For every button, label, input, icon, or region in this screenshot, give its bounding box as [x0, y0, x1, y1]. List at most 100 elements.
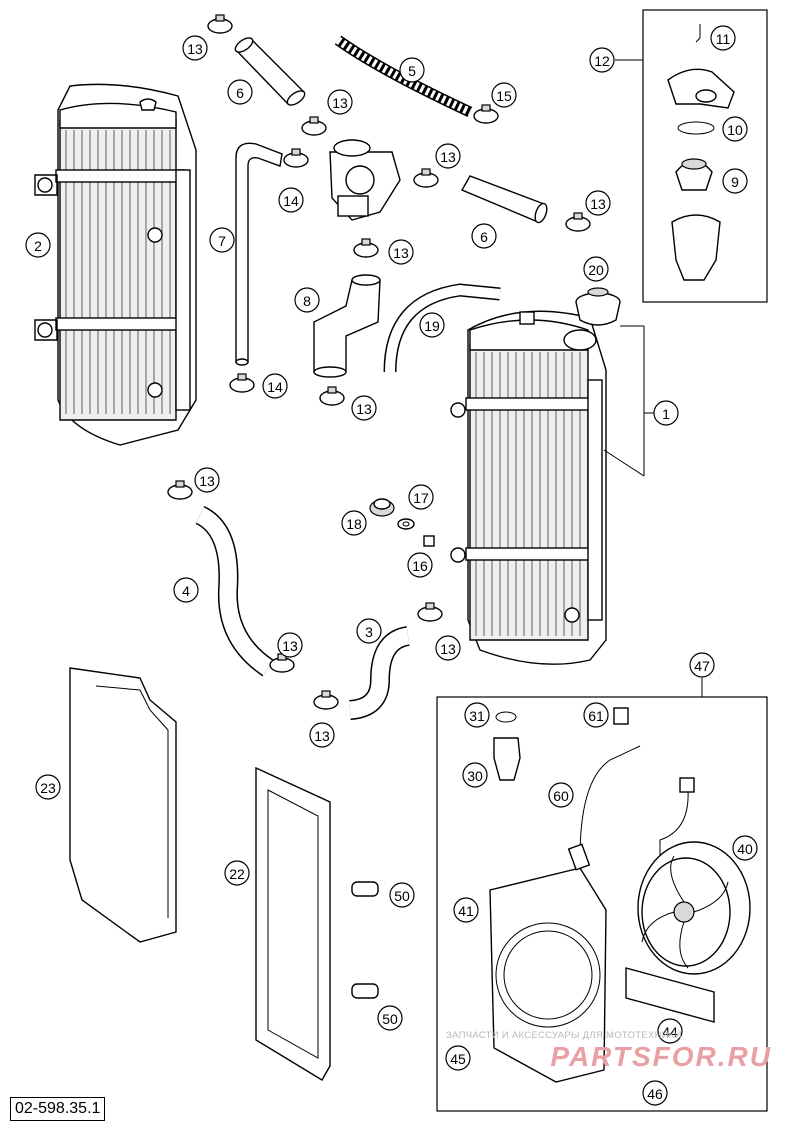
callout-circle [445, 1045, 471, 1071]
hose-clamp-tab [215, 14, 225, 22]
callout-circle [227, 79, 253, 105]
callout-number: 17 [413, 490, 429, 506]
callout-circle [548, 782, 574, 808]
leader-lines [603, 59, 703, 697]
callout-number: 14 [283, 193, 299, 209]
callout-circle [35, 774, 61, 800]
callout-number: 41 [458, 903, 474, 919]
callout-c60: 60 [548, 782, 574, 808]
callout-number: 30 [467, 768, 483, 784]
callout-circle [294, 287, 320, 313]
callout-number: 5 [408, 63, 416, 79]
callout-circle [462, 762, 488, 788]
hose-clamp-tab [321, 690, 331, 698]
callout-circle [419, 312, 445, 338]
callout-circle [732, 835, 758, 861]
callout-circle [689, 652, 715, 678]
callout-c6b: 6 [471, 223, 497, 249]
callout-circle [262, 373, 288, 399]
grommet-50-bottom [351, 983, 379, 999]
bolt-16 [423, 535, 435, 547]
watermark-brand: PARTSFOR.RU [550, 1041, 772, 1072]
radiator-right [450, 310, 607, 665]
callout-number: 50 [382, 1011, 398, 1027]
callout-circle [435, 635, 461, 661]
callout-c7: 7 [209, 227, 235, 253]
callout-c30: 30 [462, 762, 488, 788]
hose-19 [383, 283, 501, 373]
callout-number: 23 [40, 780, 56, 796]
callout-number: 40 [737, 841, 753, 857]
callout-circle [309, 722, 335, 748]
watermark: ЗАПЧАСТИ И АКСЕССУАРЫ ДЛЯ МОТОТЕХНИКИ PA… [446, 1030, 786, 1073]
callout-number: 46 [647, 1086, 663, 1102]
callout-circle [327, 89, 353, 115]
washer-17 [397, 518, 415, 530]
thermostat-group [642, 9, 768, 303]
callout-c19: 19 [419, 312, 445, 338]
callout-c13g: 13 [194, 467, 220, 493]
callout-circle [583, 702, 609, 728]
callout-number: 9 [731, 174, 739, 190]
callout-circle [722, 116, 748, 142]
callout-circle [194, 467, 220, 493]
hose-clamps [167, 14, 591, 710]
hose-4 [195, 505, 274, 677]
callout-number: 10 [727, 122, 743, 138]
callout-number: 19 [424, 318, 440, 334]
callout-c11: 11 [710, 25, 736, 51]
callout-number: 60 [553, 788, 569, 804]
callout-c22: 22 [224, 860, 250, 886]
callout-number: 2 [34, 238, 42, 254]
callout-circle [341, 510, 367, 536]
callout-number: 13 [440, 149, 456, 165]
callout-number: 12 [594, 53, 610, 69]
callout-c47: 47 [689, 652, 715, 678]
callout-c13f: 13 [351, 395, 377, 421]
callout-c31: 31 [464, 702, 490, 728]
callout-c13j: 13 [309, 722, 335, 748]
callout-c1: 1 [653, 400, 679, 426]
callout-circle [389, 882, 415, 908]
callout-c2: 2 [25, 232, 51, 258]
water-pump [329, 139, 401, 221]
hose-clamp-tab [327, 386, 337, 394]
callout-number: 13 [199, 473, 215, 489]
callout-circle [277, 632, 303, 658]
callout-circle [435, 143, 461, 169]
callout-c16: 16 [407, 552, 433, 578]
callout-c6a: 6 [227, 79, 253, 105]
callout-number: 13 [590, 196, 606, 212]
hose-6-top [234, 37, 306, 106]
callout-circle [407, 552, 433, 578]
callout-circle [351, 395, 377, 421]
callout-circle [356, 618, 382, 644]
callout-number: 6 [236, 85, 244, 101]
callout-circle [585, 190, 611, 216]
callout-c10: 10 [722, 116, 748, 142]
hose-5-braided [334, 35, 473, 117]
callout-circle [408, 484, 434, 510]
callout-c13i: 13 [435, 635, 461, 661]
callout-c8: 8 [294, 287, 320, 313]
callout-circle [653, 400, 679, 426]
callout-circle [453, 897, 479, 923]
radiator-guard-23 [69, 667, 177, 943]
callout-c13a: 13 [182, 35, 208, 61]
callout-c50a: 50 [389, 882, 415, 908]
callout-number: 1 [662, 406, 670, 422]
callout-circle [209, 227, 235, 253]
callout-number: 31 [469, 708, 485, 724]
callout-number: 13 [356, 401, 372, 417]
callout-c50b: 50 [377, 1005, 403, 1031]
callout-circle [589, 47, 615, 73]
callout-c9: 9 [722, 168, 748, 194]
callout-number: 20 [588, 262, 604, 278]
callout-circle [583, 256, 609, 282]
callout-circle [491, 82, 517, 108]
hose-8 [313, 274, 381, 378]
callout-c3: 3 [356, 618, 382, 644]
hose-clamp-tab [361, 238, 371, 246]
